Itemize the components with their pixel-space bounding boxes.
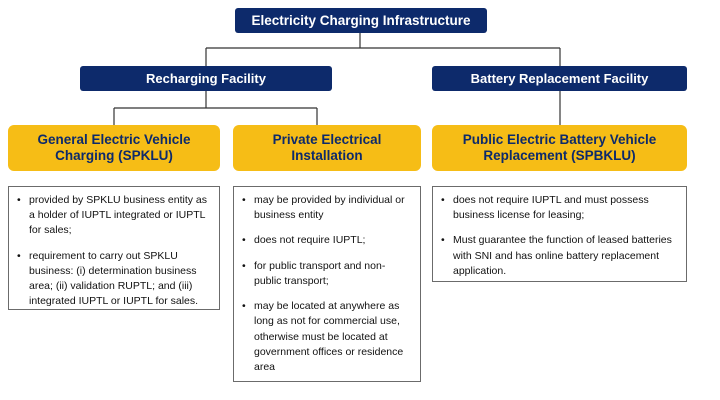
root-node: Electricity Charging Infrastructure: [235, 8, 487, 33]
list-item: does not require IUPTL;: [240, 233, 412, 248]
root-title: Electricity Charging Infrastructure: [251, 13, 471, 28]
sub-node-spbklu: Public Electric Battery Vehicle Replacem…: [432, 125, 687, 171]
sub-node-title-line: Private Electrical: [272, 131, 382, 147]
category-title: Recharging Facility: [146, 71, 266, 86]
list-item: provided by SPKLU business entity as a h…: [15, 193, 211, 239]
sub-node-title-line: Installation: [291, 148, 363, 163]
sub-node-private-installation: Private Electrical Installation: [233, 125, 421, 171]
list-item: may be provided by individual or busines…: [240, 193, 412, 223]
details-box-spbklu: does not require IUPTL and must possess …: [432, 186, 687, 282]
sub-node-spklu: General Electric Vehicle Charging (SPKLU…: [8, 125, 220, 171]
sub-node-title-line: General Electric Vehicle: [37, 131, 191, 147]
details-box-spklu: provided by SPKLU business entity as a h…: [8, 186, 220, 310]
category-title: Battery Replacement Facility: [470, 71, 649, 86]
sub-node-title-line: Charging (SPKLU): [55, 148, 173, 163]
list-item: for public transport and non-public tran…: [240, 259, 412, 289]
category-recharging-facility: Recharging Facility: [80, 66, 332, 91]
list-item: Must guarantee the function of leased ba…: [439, 233, 678, 279]
sub-node-title-line: Replacement (SPBKLU): [483, 148, 636, 163]
list-item: requirement to carry out SPKLU business:…: [15, 249, 211, 310]
list-item: may be located at anywhere as long as no…: [240, 299, 412, 375]
list-item: does not require IUPTL and must possess …: [439, 193, 678, 223]
sub-node-title-line: Public Electric Battery Vehicle: [462, 131, 657, 147]
details-box-private-installation: may be provided by individual or busines…: [233, 186, 421, 382]
category-battery-replacement-facility: Battery Replacement Facility: [432, 66, 687, 91]
